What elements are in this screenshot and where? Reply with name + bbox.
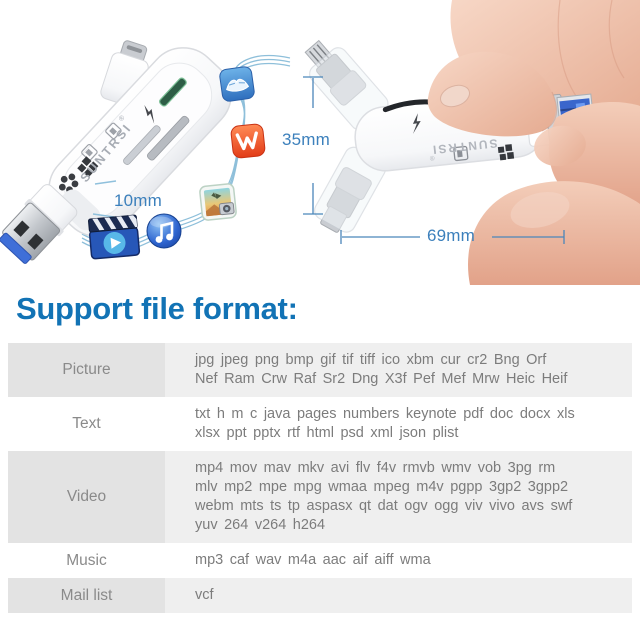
format-list: jpg jpeg png bmp gif tif tiff ico xbm cu… — [195, 352, 568, 387]
row-value: vcf — [165, 578, 632, 613]
svg-text:SUNTRSI: SUNTRSI — [430, 136, 498, 157]
svg-text:®: ® — [117, 113, 127, 123]
row-value: mp3 caf wav m4a aac aif aiff wma — [165, 543, 632, 578]
product-illustration: SUNTRSI ® — [0, 0, 640, 285]
format-table: Picture jpg jpeg png bmp gif tif tiff ic… — [8, 343, 632, 613]
usb-a-plug — [0, 184, 78, 264]
row-label: Text — [72, 415, 101, 432]
video-clapper-icon — [88, 214, 141, 260]
format-list: vcf — [195, 587, 214, 603]
format-list: txt h m c java pages numbers keynote pdf… — [195, 406, 575, 441]
row-label: Music — [66, 551, 107, 569]
page-title: Support file format: — [16, 291, 298, 326]
row-label: Mail list — [8, 578, 165, 613]
lightning-bolt-icon — [144, 105, 155, 124]
app-icons — [88, 66, 266, 260]
dimension-label-10mm: 10mm — [114, 191, 163, 210]
dimension-35mm — [303, 76, 323, 215]
windows-logo-icon — [497, 144, 515, 161]
row-value: mp4 mov mav mkv avi flv f4v rmvb wmv vob… — [165, 451, 632, 543]
row-value: jpg jpeg png bmp gif tif tiff ico xbm cu… — [165, 343, 632, 397]
table-row-mail-list: Mail list vcf — [8, 578, 632, 613]
row-value: txt h m c java pages numbers keynote pdf… — [165, 397, 632, 451]
brand-text: SUNTRSI ® — [429, 136, 498, 162]
row-label: Video — [8, 451, 165, 543]
product-hero: SUNTRSI ® — [0, 0, 640, 285]
format-list: mp4 mov mav mkv avi flv f4v rmvb wmv vob… — [195, 460, 573, 533]
capped-lightning-plug — [314, 146, 387, 233]
hand-fingers — [427, 51, 640, 285]
table-row-video: Video mp4 mov mav mkv avi flv f4v rmvb w… — [8, 451, 632, 543]
svg-text:®: ® — [429, 154, 435, 162]
lightning-bolt-icon — [412, 113, 421, 134]
capped-micro-usb-plug — [304, 39, 389, 131]
fingernail — [439, 84, 471, 108]
music-player-icon — [146, 213, 182, 249]
dimension-69mm — [340, 230, 565, 244]
table-row-picture: Picture jpg jpeg png bmp gif tif tiff ic… — [8, 343, 632, 397]
photos-album-icon — [219, 66, 255, 102]
windows-logo-icon — [77, 156, 99, 178]
dimension-label-69mm: 69mm — [427, 226, 476, 245]
apple-logo-icon — [58, 173, 79, 194]
card-reader-left: SUNTRSI ® — [0, 40, 232, 264]
table-row-music: Music mp3 caf wav m4a aac aif aiff wma — [8, 543, 632, 578]
table-row-text: Text txt h m c java pages numbers keynot… — [8, 397, 632, 451]
wps-writer-icon — [230, 123, 266, 159]
format-list: mp3 caf wav m4a aac aif aiff wma — [195, 552, 431, 568]
photo-gallery-icon — [199, 183, 237, 221]
row-label: Picture — [8, 343, 165, 397]
dimension-label-35mm: 35mm — [282, 130, 331, 149]
file-format-section: Support file format: Picture jpg jpeg pn… — [0, 285, 640, 613]
thickness-ticks — [92, 180, 117, 218]
